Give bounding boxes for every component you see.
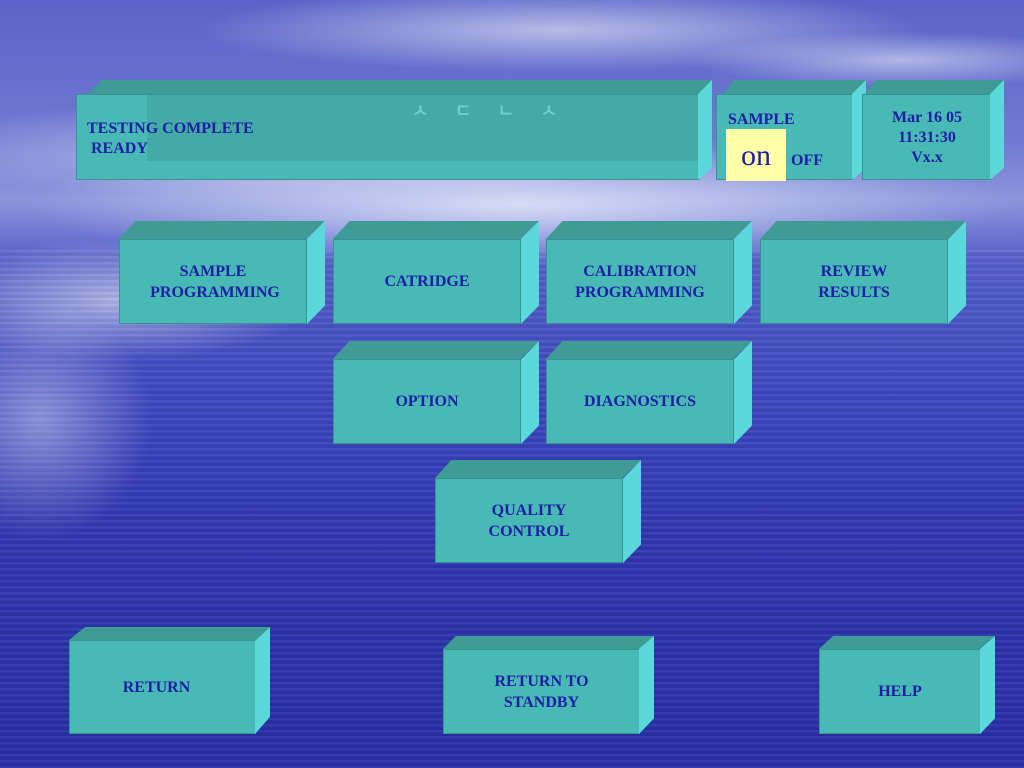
cartridge-button[interactable]: CATRIDGE xyxy=(333,221,539,324)
review-results-label: REVIEW RESULTS xyxy=(818,262,890,301)
button-face: HELP xyxy=(819,649,981,734)
button-side xyxy=(623,460,641,563)
clock-panel-top xyxy=(864,80,1004,94)
status-panel: ㅅ ㄷ ㄴ ㅅ TESTING COMPLETE READY xyxy=(76,80,712,180)
clock-panel-front: Mar 16 05 11:31:30 Vx.x xyxy=(862,94,992,180)
button-face: QUALITY CONTROL xyxy=(435,478,623,563)
version-label: Vx.x xyxy=(911,149,943,166)
button-top xyxy=(333,221,539,239)
button-side xyxy=(948,221,966,324)
button-top xyxy=(435,460,641,478)
return-to-standby-button[interactable]: RETURN TO STANDBY xyxy=(443,636,654,734)
button-face: REVIEW RESULTS xyxy=(760,239,948,324)
review-results-button[interactable]: REVIEW RESULTS xyxy=(760,221,966,324)
return-to-standby-label: RETURN TO STANDBY xyxy=(494,672,589,711)
clock-time: 11:31:30 xyxy=(898,129,956,146)
button-top xyxy=(546,341,752,359)
button-face: RETURN xyxy=(69,640,256,734)
button-top xyxy=(760,221,966,239)
calibration-programming-label: CALIBRATION PROGRAMMING xyxy=(575,262,705,301)
help-label: HELP xyxy=(878,683,922,700)
background-glare xyxy=(0,300,260,600)
return-label: RETURN xyxy=(122,678,191,696)
status-message: TESTING COMPLETE READY xyxy=(87,120,254,157)
quality-control-button[interactable]: QUALITY CONTROL xyxy=(435,460,641,563)
button-side xyxy=(639,636,654,734)
button-side xyxy=(307,221,325,324)
sample-panel-top xyxy=(723,80,866,94)
button-face: RETURN TO STANDBY xyxy=(443,649,640,734)
button-side xyxy=(521,341,539,444)
button-face: CATRIDGE xyxy=(333,239,521,324)
status-panel-side xyxy=(698,80,712,180)
sample-panel-front: SAMPLE on OFF xyxy=(716,94,854,181)
button-top xyxy=(443,636,654,649)
option-button[interactable]: OPTION xyxy=(333,341,539,444)
button-side xyxy=(980,636,995,734)
option-label: OPTION xyxy=(395,393,459,410)
button-side xyxy=(521,221,539,324)
cartridge-label: CATRIDGE xyxy=(384,273,470,290)
button-side xyxy=(255,627,270,734)
button-top xyxy=(333,341,539,359)
button-side xyxy=(734,221,752,324)
status-panel-top xyxy=(88,80,712,94)
help-button[interactable]: HELP xyxy=(819,636,995,734)
sample-toggle-panel: SAMPLE on OFF xyxy=(716,80,866,181)
button-face: CALIBRATION PROGRAMMING xyxy=(546,239,734,324)
button-top xyxy=(69,627,270,640)
diagnostics-label: DIAGNOSTICS xyxy=(583,393,697,410)
button-top xyxy=(546,221,752,239)
quality-control-label: QUALITY CONTROL xyxy=(488,501,570,540)
button-side xyxy=(734,341,752,444)
button-face: SAMPLE PROGRAMMING xyxy=(119,239,307,324)
diagnostics-button[interactable]: DIAGNOSTICS xyxy=(546,341,752,444)
button-top xyxy=(119,221,325,239)
return-button[interactable]: RETURN xyxy=(69,627,270,734)
button-top xyxy=(819,636,995,649)
button-face: OPTION xyxy=(333,359,521,444)
clock-date: Mar 16 05 xyxy=(892,109,962,126)
status-panel-front: ㅅ ㄷ ㄴ ㅅ TESTING COMPLETE READY xyxy=(76,94,701,180)
clock-panel-side xyxy=(990,80,1004,180)
sample-on-button[interactable]: on xyxy=(726,129,786,181)
status-decoration: ㅅ ㄷ ㄴ ㅅ xyxy=(412,101,568,122)
sample-programming-label: SAMPLE PROGRAMMING xyxy=(150,262,280,301)
clock-panel: Mar 16 05 11:31:30 Vx.x xyxy=(862,80,1004,180)
calibration-programming-button[interactable]: CALIBRATION PROGRAMMING xyxy=(546,221,752,324)
sample-off-button[interactable]: OFF xyxy=(791,152,823,169)
sample-title: SAMPLE xyxy=(728,111,795,128)
status-inner-panel xyxy=(147,95,701,161)
button-face: DIAGNOSTICS xyxy=(546,359,734,444)
sample-programming-button[interactable]: SAMPLE PROGRAMMING xyxy=(119,221,325,324)
